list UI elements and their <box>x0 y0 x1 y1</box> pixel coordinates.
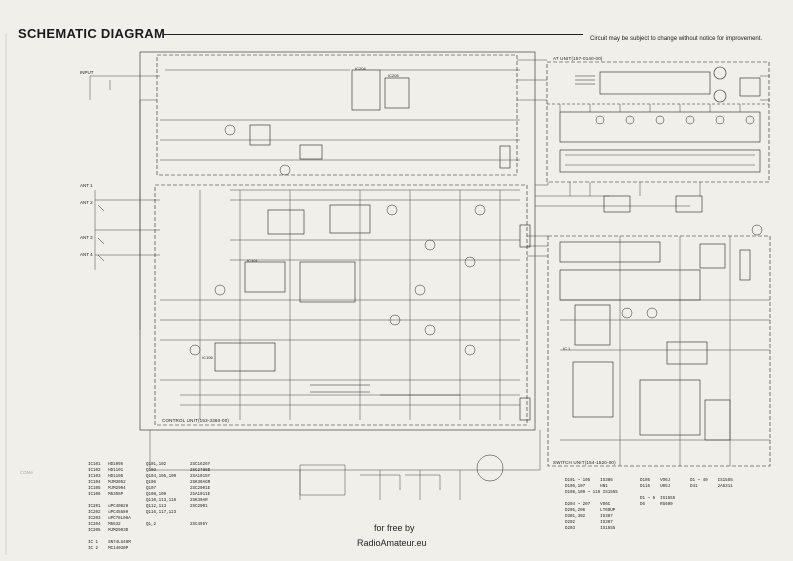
legend-diodes-1: D101 ~ 105 IS386 D106,107 HN1 D108,109 ~… <box>565 479 618 531</box>
footer-line2: RadioAmateur.eu <box>357 538 427 548</box>
ant3-label: ANT 3 <box>80 235 93 240</box>
ic2-body <box>666 341 708 365</box>
control-unit-label: CONTROL UNIT(153-3360-00) <box>162 418 230 423</box>
ic106-label: IC106 <box>202 355 213 360</box>
legend-diodes-2: D105 VO6J D115 U05J D1 ~ 5 IS1555 D6 RS6… <box>640 479 676 507</box>
ic106-body <box>214 342 276 372</box>
input-line <box>89 75 160 100</box>
meter-1 <box>713 66 727 80</box>
main-border <box>139 51 536 431</box>
title-rule <box>163 34 583 35</box>
page-title: SCHEMATIC DIAGRAM <box>18 26 166 41</box>
legend-ics: IC101 HD1095 IC102 HD1101 IC103 HD1105 I… <box>88 463 131 551</box>
connector-block-2 <box>675 195 703 213</box>
connector-block-1 <box>603 195 631 213</box>
switch-unit-box <box>547 235 771 467</box>
meter-2 <box>713 89 727 103</box>
legend-transistor-types: 2SC1626Y 2SC2785D 2SA1015Y 2SK30AGR 2SC2… <box>190 463 211 527</box>
legend-diodes-3: D1 ~ 40 IS1555 D41 2A5311 <box>690 479 733 489</box>
ic205-label: IC205 <box>388 73 399 78</box>
com-label: COMe <box>20 470 34 475</box>
ic1-body <box>574 304 611 346</box>
connector-round <box>476 454 504 482</box>
connector-block-4 <box>519 397 531 421</box>
ic205-body <box>384 77 410 109</box>
revision-notice: Circuit may be subject to change without… <box>590 36 763 42</box>
control-unit-box <box>154 184 528 426</box>
ic1-label: IC 1 <box>563 346 571 351</box>
ic204-body <box>351 69 381 111</box>
switch-unit-label: SWITCH UNIT(154-1520-00) <box>553 460 616 465</box>
ic204-label: IC204 <box>355 66 366 71</box>
legend-transistors: Q101,102 Q103 Q104,105,109 Q106 Q107 Q10… <box>146 463 177 527</box>
ant4-label: ANT 4 <box>80 252 93 257</box>
ic-mid <box>299 261 356 303</box>
ic-small-1 <box>299 144 323 160</box>
ic101-label: IC101 <box>247 258 258 263</box>
s3-switch-box <box>299 464 346 496</box>
ant1-label: ANT 1 <box>80 183 93 188</box>
ant2-label: ANT 2 <box>80 200 93 205</box>
input-label: INPUT <box>80 70 94 75</box>
ic101-body <box>244 261 286 293</box>
footer-line1: for free by <box>374 523 415 533</box>
at-unit-box <box>546 61 770 183</box>
at-unit-label: AT UNIT(157-0140-00) <box>553 56 603 61</box>
upper-section-box <box>156 54 518 176</box>
